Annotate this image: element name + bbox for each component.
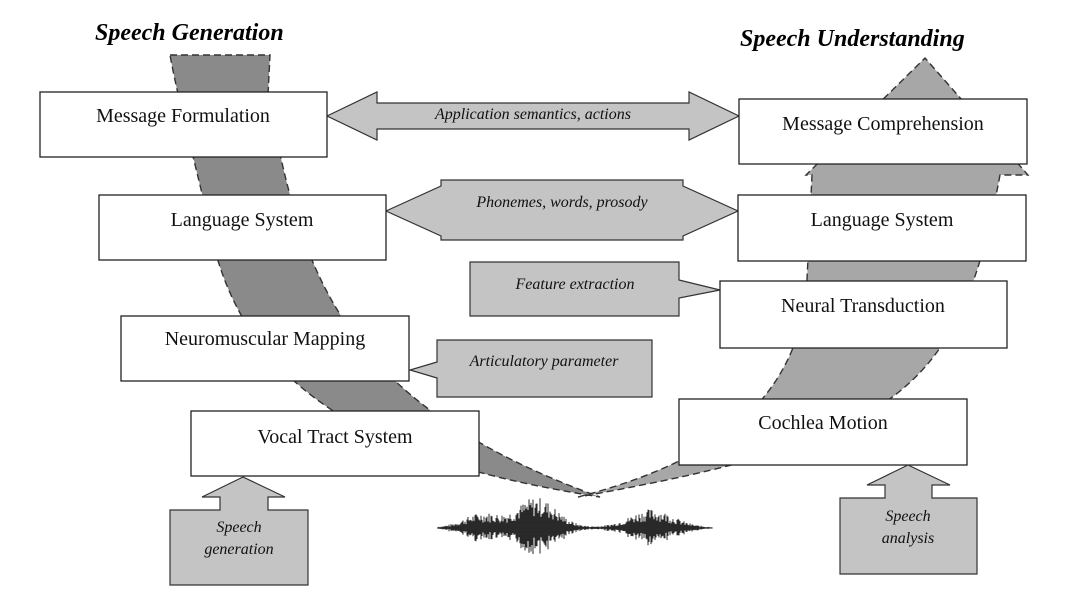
feature-extraction-callout: Feature extraction [469, 261, 721, 317]
message-comprehension-box: Message Comprehension [738, 98, 1028, 165]
phonemes-words-prosody-label: Phonemes, words, prosody [475, 194, 648, 211]
feature-extraction-label: Feature extraction [515, 276, 635, 293]
speech-generation-input-arrow: Speech generation [169, 476, 309, 586]
message-formulation-box: Message Formulation [39, 91, 328, 158]
waveform-trace [437, 498, 713, 554]
cochlea-motion-box: Cochlea Motion [678, 398, 968, 466]
speech-analysis-input-line2: analysis [882, 530, 934, 547]
message-comprehension-label: Message Comprehension [782, 113, 984, 135]
speech-analysis-input-arrow: Speech analysis [839, 464, 978, 575]
language-system-generation-box: Language System [98, 194, 387, 261]
speech-analysis-input-line1: Speech [885, 508, 930, 525]
cochlea-motion-label: Cochlea Motion [758, 412, 887, 434]
neural-transduction-label: Neural Transduction [781, 295, 945, 317]
speech-waveform [437, 498, 713, 554]
application-semantics-arrow: Application semantics, actions [325, 91, 741, 141]
language-system-understanding-label: Language System [811, 209, 954, 231]
vocal-tract-system-box: Vocal Tract System [190, 410, 480, 477]
neuromuscular-mapping-label: Neuromuscular Mapping [165, 328, 366, 350]
phonemes-words-prosody-arrow: Phonemes, words, prosody [384, 179, 740, 241]
neural-transduction-box: Neural Transduction [719, 280, 1008, 349]
articulatory-parameter-callout: Articulatory parameter [407, 339, 653, 398]
speech-generation-input-line2: generation [204, 541, 273, 558]
application-semantics-label: Application semantics, actions [434, 106, 631, 123]
speech-understanding-title: Speech Understanding [740, 26, 965, 52]
speech-generation-input-line1: Speech [216, 519, 261, 536]
articulatory-parameter-label: Articulatory parameter [469, 353, 620, 370]
language-system-generation-label: Language System [171, 209, 314, 231]
language-system-understanding-box: Language System [737, 194, 1027, 262]
neuromuscular-mapping-box: Neuromuscular Mapping [120, 315, 410, 382]
speech-generation-title: Speech Generation [95, 20, 284, 46]
message-formulation-label: Message Formulation [96, 105, 270, 127]
vocal-tract-system-label: Vocal Tract System [257, 426, 413, 448]
